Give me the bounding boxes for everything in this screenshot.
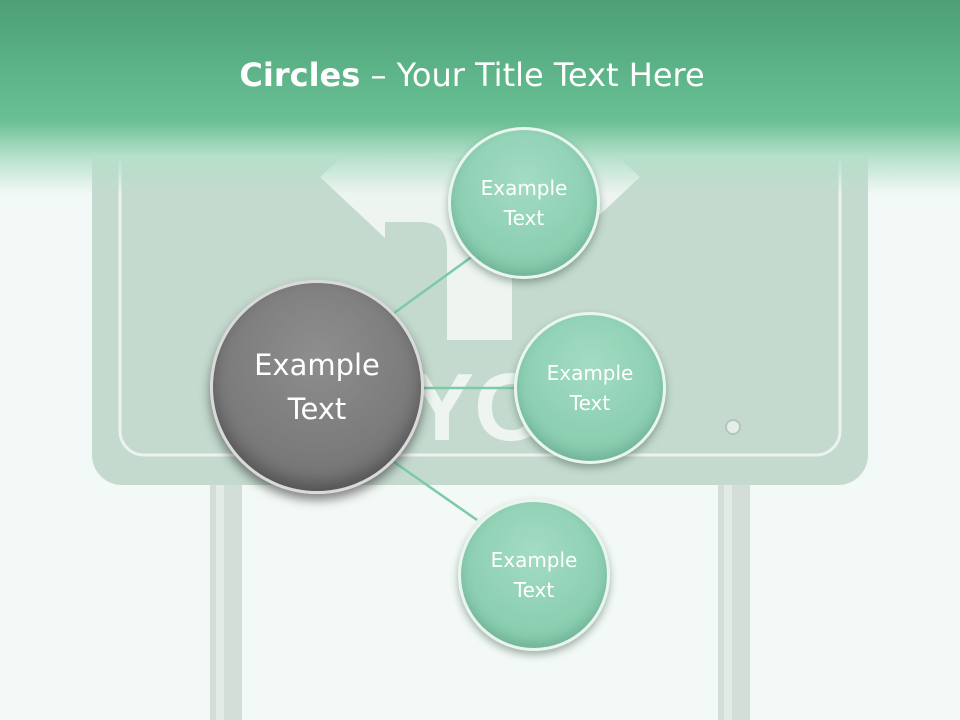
- right-sign-post: [718, 480, 750, 720]
- sign-bolt: [725, 419, 741, 435]
- center-circle-text: Example Text: [254, 348, 380, 426]
- node-circle-2-text: Example Text: [546, 361, 634, 415]
- node-circle-2[interactable]: Example Text: [514, 312, 666, 464]
- node-circle-3-text: Example Text: [490, 548, 578, 602]
- node-circle-1-text: Example Text: [480, 176, 568, 230]
- connector-line-1: [389, 251, 478, 318]
- slide-title-bold: Circles: [239, 56, 361, 94]
- center-circle[interactable]: Example Text: [210, 280, 424, 494]
- connector-line-3: [393, 460, 478, 522]
- node-circle-3[interactable]: Example Text: [458, 499, 610, 651]
- slide-title: Circles – Your Title Text Here: [0, 52, 944, 98]
- node-circle-1[interactable]: Example Text: [448, 127, 600, 279]
- slide-title-rest: – Your Title Text Here: [360, 56, 705, 94]
- left-sign-post: [210, 480, 242, 720]
